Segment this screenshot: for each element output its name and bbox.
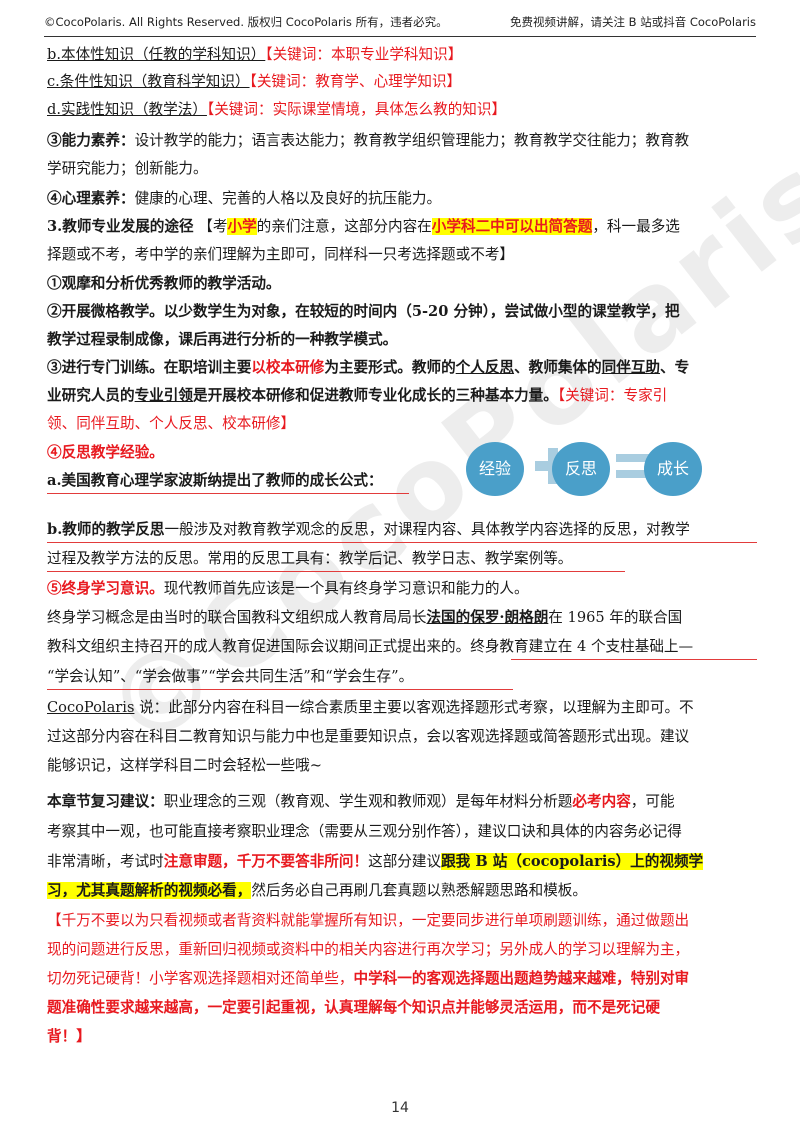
underline-reflection-1 [47,542,757,543]
line-30: 【千万不要以为只看视频或者背资料就能掌握所有知识，一定要同步进行单项刷题训练，通… [47,912,690,929]
line-21: 教科文组织主持召开的成人教育促进国际会议期间正式提出来的。终身教育建立在 4 个… [47,638,694,655]
line-9: ①观摩和分析优秀教师的教学活动。 [47,275,281,292]
line-12: ③进行专门训练。在职培训主要以校本研修为主要形式。教师的个人反思、教师集体的同伴… [47,359,690,376]
line-14: 领、同伴互助、个人反思、校本研修】 [47,415,296,432]
line-5: 学研究能力；创新能力。 [47,160,208,177]
line-25: 能够识记，这样学科目二时会轻松一些哦~ [47,757,322,774]
line-24: 过这部分内容在科目二教育知识与能力中也是重要知识点，会以客观选择题或简答题形式出… [47,728,690,745]
line-26: 本章节复习建议：职业理念的三观（教育观、学生观和教师观）是每年材料分析题必考内容… [47,793,675,810]
line-16: a.美国教育心理学家波斯纳提出了教师的成长公式： [47,472,383,489]
line-31: 现的问题进行反思，重新回归视频或资料中的相关内容进行再次学习；另外成人的学习以理… [47,941,690,958]
line-8: 择题或不考，考中学的亲们理解为主即可，同样科一只考选择题或不考】 [47,246,515,263]
line-6: ④心理素养：健康的心理、完善的人格以及良好的抗压能力。 [47,190,442,207]
line-29: 习，尤其真题解析的视频必看，然后务必自己再刷几套真题以熟悉解题思路和模板。 [47,882,587,899]
line-11: 教学过程录制成像，课后再进行分析的一种教学模式。 [47,331,398,348]
line-32: 切勿死记硬背！小学客观选择题相对还简单些，中学科一的客观选择题出题趋势越来越难，… [47,970,690,987]
line-27: 考察其中一观，也可能直接考察职业理念（需要从三观分别作答），建议口诀和具体的内容… [47,823,682,840]
page-header: ©CocoPolaris. All Rights Reserved. 版权归 C… [44,8,756,32]
underline-formula [47,493,409,494]
experience-bubble: 经验 [466,442,524,496]
line-34: 背！】 [47,1028,91,1045]
page-number: 14 [391,1100,409,1116]
line-15: ④反思教学经验。 [47,444,164,461]
reflection-bubble: 反思 [552,442,610,496]
video-notice: 免费视频讲解，请关注 B 站或抖音 CocoPolaris [510,15,756,29]
equals-icon [616,454,650,478]
growth-bubble: 成长 [644,442,702,496]
line-7: 3.教师专业发展的途径 【考小学的亲们注意，这部分内容在小学科二中可以出简答题，… [47,218,680,235]
line-19: ⑤终身学习意识。现代教师首先应该是一个具有终身学习意识和能力的人。 [47,580,529,597]
line-4: ③能力素养：设计教学的能力；语言表达能力；教育教学组织管理能力；教育教学交往能力… [47,132,690,149]
line-1: b.本体性知识（任教的学科知识）【关键词：本职专业学科知识】 [47,46,463,63]
header-divider [44,36,756,37]
line-17: b.教师的教学反思一般涉及对教育教学观念的反思，对课程内容、具体教学内容选择的反… [47,521,690,538]
growth-formula-diagram: 经验 反思 成长 [466,438,706,498]
line-18: 过程及教学方法的反思。常用的反思工具有：教学后记、教学日志、教学案例等。 [47,550,573,567]
line-23: CocoPolaris 说：此部分内容在科目一综合素质里主要以客观选择题形式考察… [47,699,694,716]
line-28: 非常清晰，考试时注意审题，千万不要答非所问！这部分建议跟我 B 站（cocopo… [47,853,704,870]
underline-pillars-2 [47,689,513,690]
underline-pillars-1 [511,659,757,660]
line-33: 题准确性要求越来越高，一定要引起重视，认真理解每个知识点并能够灵活运用，而不是死… [47,999,660,1016]
line-10: ②开展微格教学。以少数学生为对象，在较短的时间内（5-20 分钟），尝试做小型的… [47,303,680,320]
line-22: “学会认知”、“学会做事”“学会共同生活”和“学会生存”。 [47,668,414,685]
underline-reflection-2 [47,571,625,572]
copyright-notice: ©CocoPolaris. All Rights Reserved. 版权归 C… [44,15,448,29]
line-3: d.实践性知识（教学法）【关键词：实际课堂情境，具体怎么教的知识】 [47,101,507,118]
line-13: 业研究人员的专业引领是开展校本研修和促进教师专业化成长的三种基本力量。【关键词：… [47,387,668,404]
line-2: c.条件性知识（教育科学知识）【关键词：教育学、心理学知识】 [47,73,462,90]
line-20: 终身学习概念是由当时的联合国教科文组织成人教育局局长法国的保罗·朗格朗在 196… [47,609,683,626]
